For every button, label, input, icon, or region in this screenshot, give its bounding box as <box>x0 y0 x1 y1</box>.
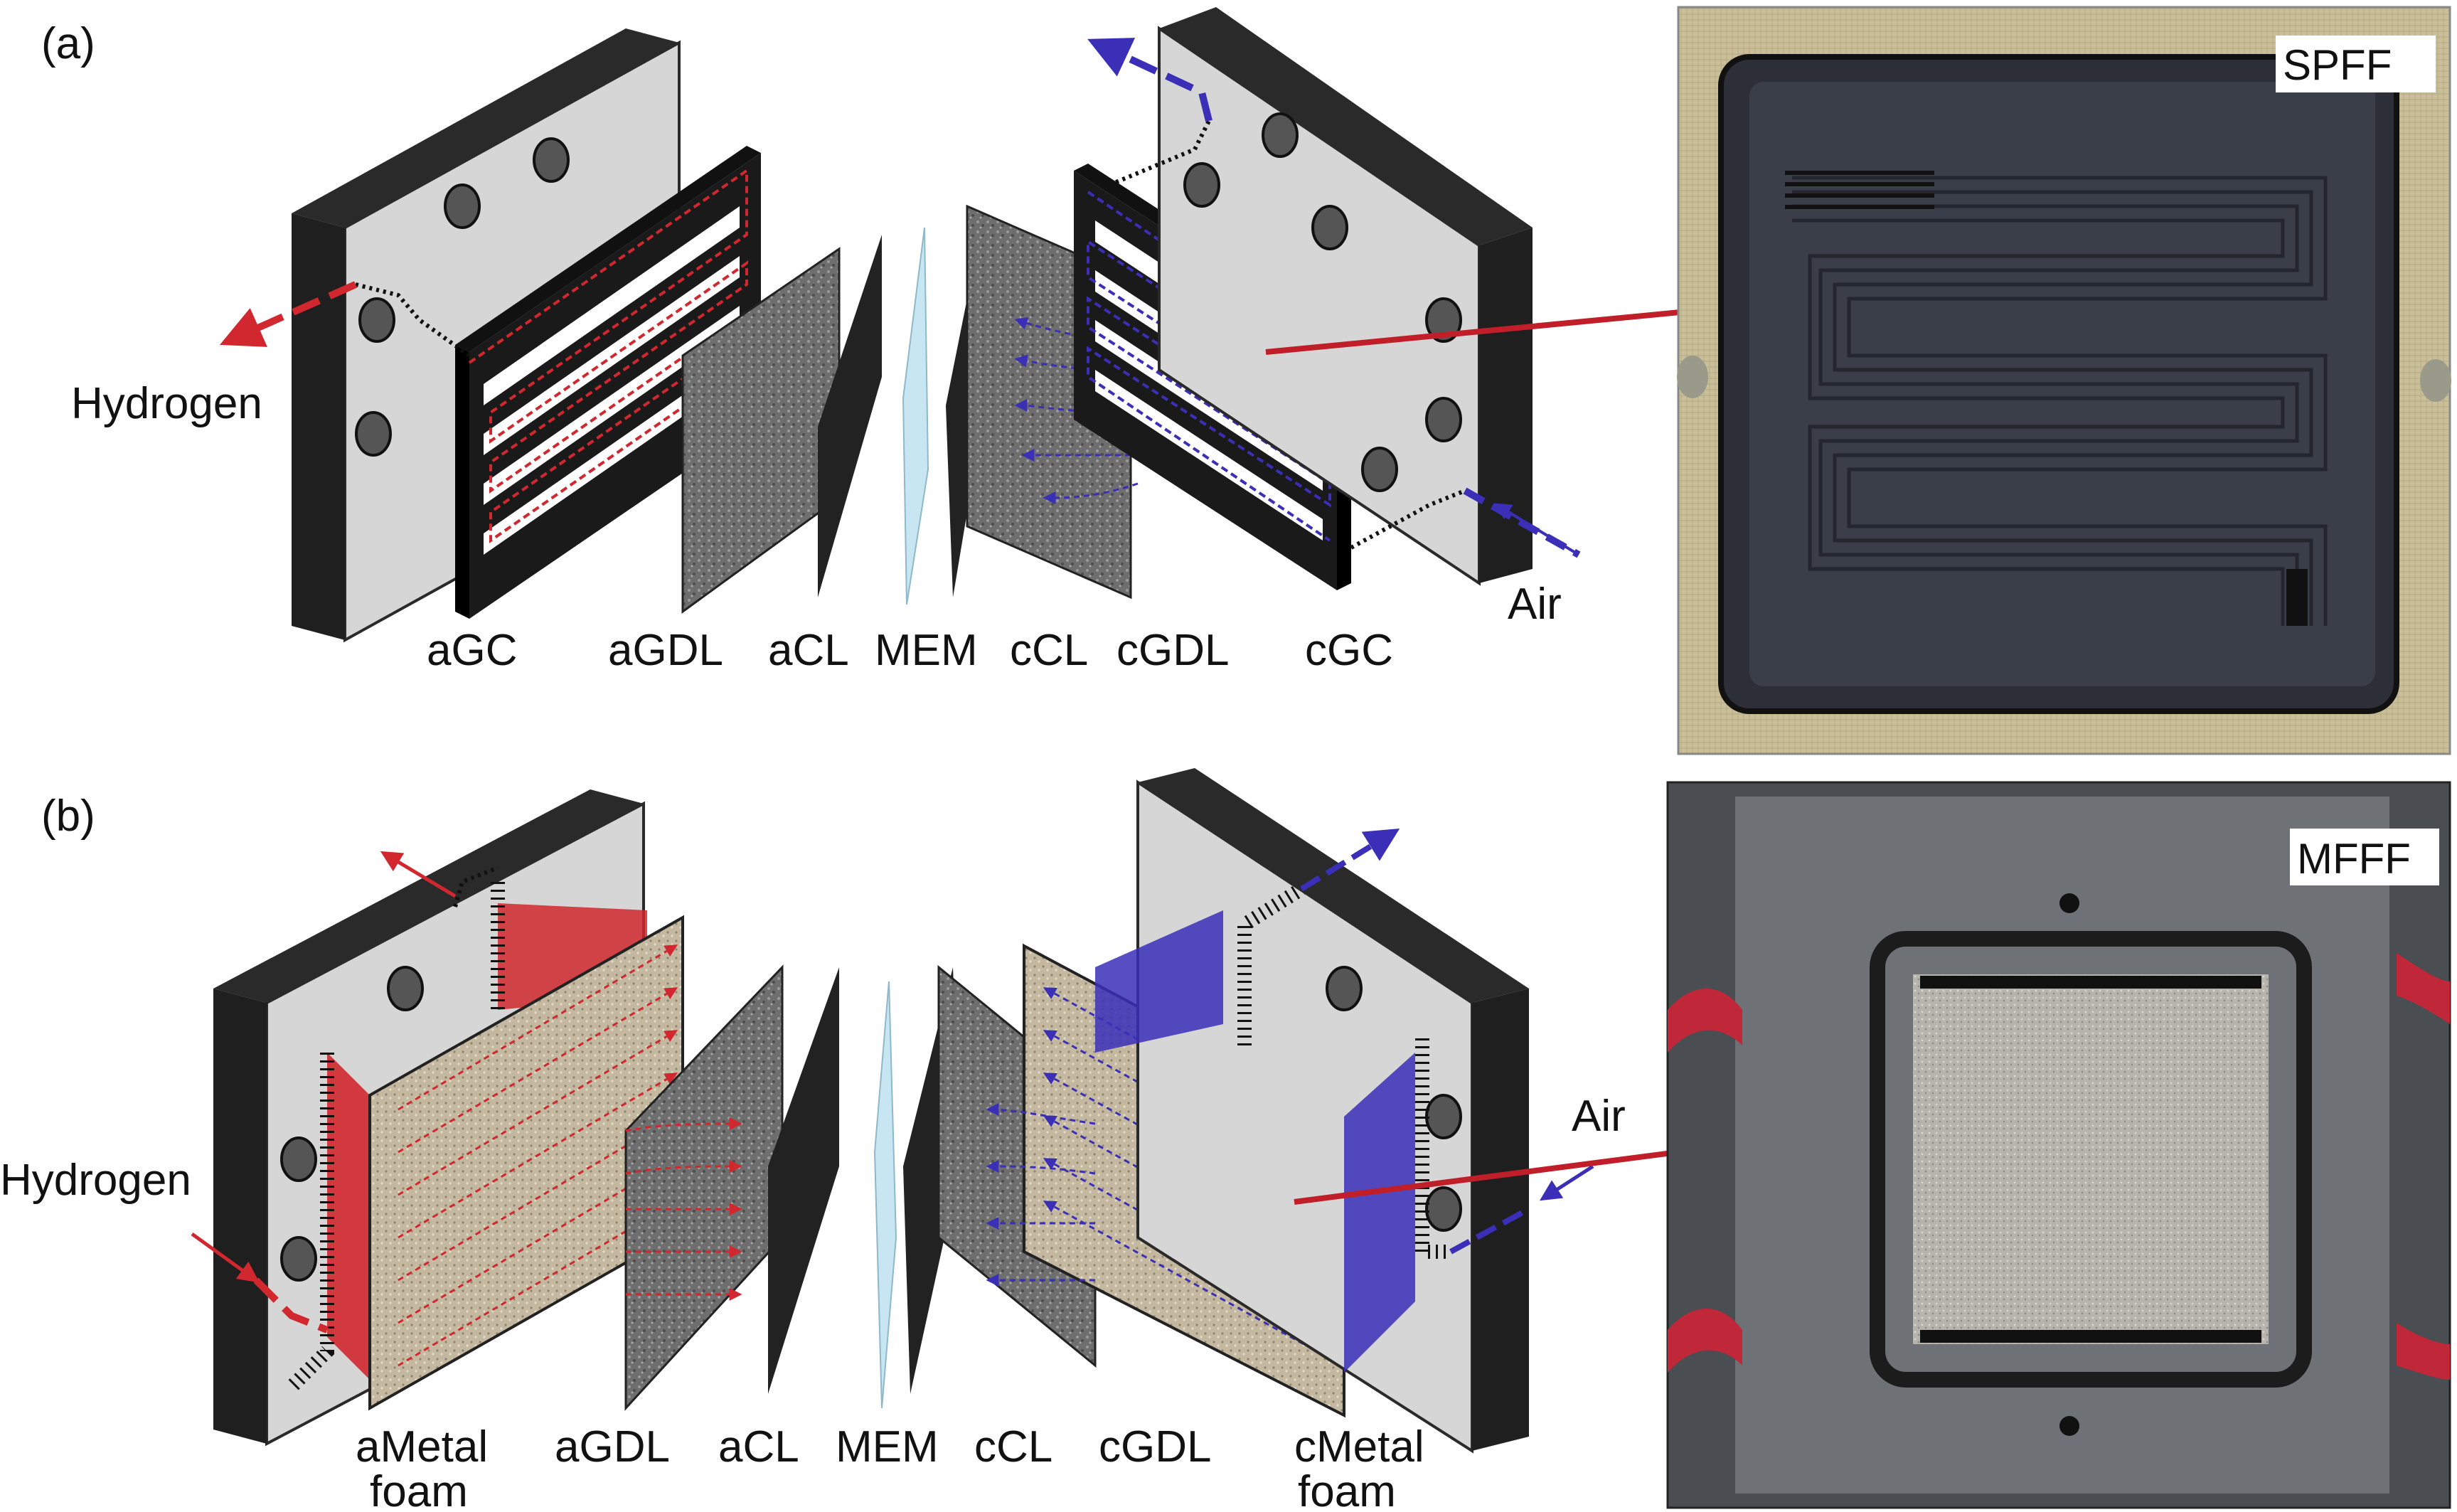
panel-b-tag: (b) <box>41 792 95 841</box>
panel-a-tag: (a) <box>41 19 95 68</box>
hydrogen-label-a: Hydrogen <box>71 379 262 428</box>
layer-labels-a: aGC aGDL aCL MEM cCL cGDL cGC <box>427 626 1393 675</box>
layer-label-mem-b: MEM <box>836 1422 939 1471</box>
panel-b: (b) Hydrogen Air aMetal foam aGDL aCL ME… <box>0 768 2039 1512</box>
layer-labels-b: aMetal foam aGDL aCL MEM cCL cGDL cMetal… <box>356 1422 1424 1512</box>
air-flow-b <box>1237 828 1594 1259</box>
hydrogen-flow-a <box>220 281 471 358</box>
membrane-b <box>873 981 897 1409</box>
layer-label-ametal-foam: foam <box>370 1467 468 1512</box>
layer-label-acl: aCL <box>768 626 849 675</box>
layer-label-cmetal-foam: foam <box>1298 1467 1396 1512</box>
hydrogen-flow-b <box>191 851 505 1393</box>
layer-label-acl-b: aCL <box>718 1422 799 1471</box>
air-label-a: Air <box>1508 580 1562 629</box>
hydrogen-diffusion-arrows-b <box>625 1117 742 1301</box>
anode-gas-channel-a <box>455 146 761 619</box>
air-flow-a <box>1087 38 1581 558</box>
mfff-photo: MFFF <box>1666 781 2451 1509</box>
hydrogen-foam-arrows-b <box>398 944 678 1367</box>
layer-label-cgdl-b: cGDL <box>1099 1422 1211 1471</box>
mfff-label: MFFF <box>2297 835 2411 883</box>
hydrogen-label-b: Hydrogen <box>0 1156 191 1205</box>
cathode-end-plate-b <box>1095 768 1529 1454</box>
layer-label-ametal: aMetal <box>356 1422 488 1471</box>
layer-label-ccl: cCL <box>1010 626 1088 675</box>
spff-label: SPFF <box>2283 41 2392 89</box>
panel-a: (a) Hydrogen Air aGC aGDL aCL MEM cCL cG… <box>41 7 1826 675</box>
spff-photo: SPFF <box>1677 6 2451 755</box>
layer-label-cgdl: cGDL <box>1116 626 1229 675</box>
layer-label-cgc: cGC <box>1305 626 1393 675</box>
air-label-b: Air <box>1572 1092 1626 1141</box>
layer-label-agdl-b: aGDL <box>555 1422 670 1471</box>
membrane-a <box>902 227 929 605</box>
layer-label-ccl-b: cCL <box>974 1422 1052 1471</box>
anode-catalyst-layer-a <box>818 235 882 597</box>
layer-label-mem: MEM <box>875 626 978 675</box>
cathode-end-plate-a <box>1158 7 1533 586</box>
layer-label-agc: aGC <box>427 626 517 675</box>
layer-label-agdl: aGDL <box>608 626 723 675</box>
anode-catalyst-layer-b <box>768 967 839 1394</box>
layer-label-cmetal: cMetal <box>1294 1422 1424 1471</box>
